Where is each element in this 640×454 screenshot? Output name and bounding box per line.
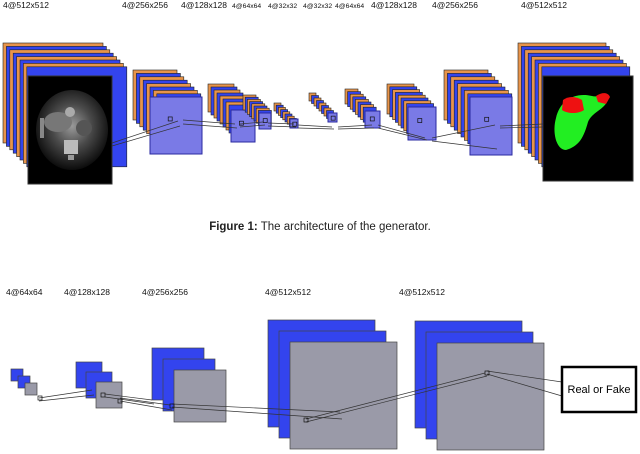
generator-layer-stack (273, 102, 299, 129)
discriminator-layer-labels: 4@64x64 4@128x128 4@256x256 4@512x512 4@512x… (6, 287, 445, 297)
connector-line (104, 393, 153, 401)
connector-line (297, 127, 335, 130)
connector-line (305, 375, 488, 423)
connector-line (431, 140, 498, 150)
connector-line (182, 119, 236, 125)
kernel-marker (169, 403, 175, 409)
connector-line (486, 370, 563, 383)
discriminator-diagram: 4@64x64 4@128x128 4@256x256 4@512x512 4@512x… (6, 287, 638, 451)
discriminator-layer-label: 4@64x64 (6, 287, 43, 297)
kernel-marker (117, 398, 123, 404)
figure-caption: Figure 1: The architecture of the genera… (0, 221, 640, 233)
connector-line (38, 389, 93, 399)
feature-map-front-face (327, 112, 338, 123)
real-or-fake-output-box: Real or Fake (560, 365, 638, 414)
figure-caption-text: The architecture of the generator. (260, 221, 431, 233)
discriminator-layer-stack (151, 347, 227, 423)
connector-line (111, 125, 181, 147)
kernel-marker (417, 118, 423, 123)
generator-layer-stack (443, 69, 513, 156)
connector-line (499, 126, 544, 129)
connector-line (267, 122, 295, 125)
generator-layer-label: 4@128x128 (181, 0, 227, 10)
feature-map-sheet (24, 382, 38, 396)
connector-line (239, 121, 264, 125)
discriminator-layer-label: 4@256x256 (142, 287, 188, 297)
output-segmentation-mask (542, 75, 634, 182)
discriminator-layer-stack (414, 320, 545, 451)
generator-layer-label: 4@64x64 (232, 3, 261, 10)
generator-layer-stack (344, 88, 381, 129)
generator-layer-stack (386, 83, 437, 141)
figure-caption-label: Figure 1: (209, 221, 258, 233)
generator-layer-stack (242, 94, 272, 130)
kernel-marker (167, 116, 173, 122)
feature-map-sheet (436, 342, 545, 451)
kernel-marker (484, 116, 490, 122)
discriminator-layer-stack (267, 319, 398, 450)
connector-line (267, 125, 297, 128)
feature-map-front-face (258, 112, 272, 130)
connector-line (305, 372, 486, 420)
feature-map-sheet (95, 381, 123, 409)
generator-layer-label: 4@256x256 (432, 0, 478, 10)
generator-layer-stack (132, 69, 203, 155)
connector-line (239, 124, 266, 128)
connector-line (337, 127, 375, 130)
discriminator-layer-stack (75, 361, 123, 409)
generator-layer-label: 4@512x512 (3, 0, 49, 10)
connector-line (377, 124, 426, 139)
connector-line (431, 124, 496, 139)
connector-line (119, 397, 171, 406)
kernel-marker (239, 120, 244, 126)
connector-line (182, 123, 238, 129)
generator-layer-label: 4@64x64 (335, 3, 364, 10)
generator-layer-label: 4@128x128 (371, 0, 417, 10)
connector-line (171, 403, 341, 413)
generator-layer-stack (308, 92, 338, 123)
kernel-marker (484, 370, 490, 376)
connector-line (297, 124, 333, 128)
feature-map-sheet (289, 341, 398, 450)
generator-layer-label: 4@256x256 (122, 0, 168, 10)
connector-line (337, 124, 373, 128)
kernel-marker (303, 417, 309, 423)
discriminator-layer-label: 4@512x512 (265, 287, 311, 297)
kernel-marker (330, 115, 336, 121)
kernel-marker (262, 118, 268, 123)
discriminator-layer-label: 4@128x128 (64, 287, 110, 297)
connector-line (486, 373, 563, 397)
generator-layer-stack (207, 83, 256, 143)
generator-layer-label: 4@32x32 (303, 3, 332, 10)
generator-connectors (111, 119, 544, 150)
kernel-marker (37, 395, 43, 401)
real-or-fake-label: Real or Fake (568, 384, 631, 396)
connector-line (499, 123, 544, 127)
kernel-marker (369, 116, 375, 122)
connector-line (377, 127, 428, 141)
feature-map-sheet (173, 369, 227, 423)
connector-line (111, 120, 179, 144)
generator-layer-label: 4@32x32 (268, 3, 297, 10)
feature-map-front-face (149, 96, 203, 155)
connector-line (38, 394, 95, 402)
discriminator-layer-stacks (10, 319, 545, 451)
kernel-marker (100, 392, 106, 398)
input-ct-image (27, 75, 113, 185)
feature-map-front-face (407, 106, 437, 141)
discriminator-connectors (37, 370, 563, 423)
connector-line (119, 400, 173, 411)
connector-line (104, 396, 155, 405)
generator-layer-label: 4@512x512 (521, 0, 567, 10)
discriminator-layer-label: 4@512x512 (399, 287, 445, 297)
discriminator-layer-stack (10, 368, 38, 396)
